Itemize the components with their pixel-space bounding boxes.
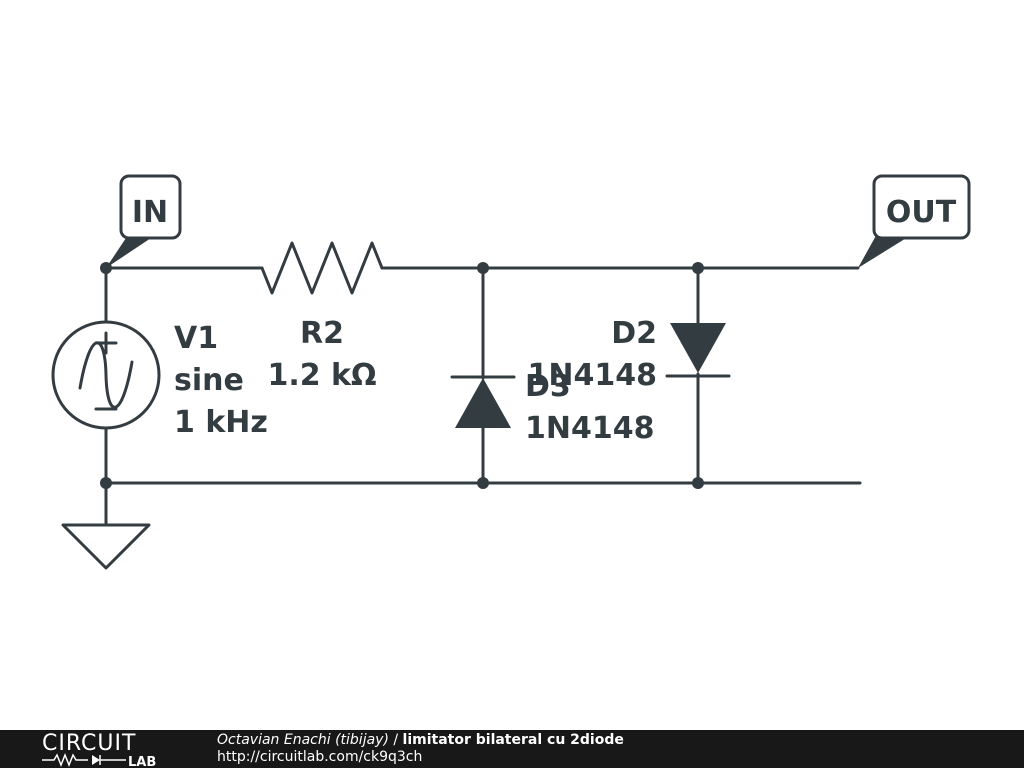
logo-text-circuit: CIRCUIT: [42, 731, 136, 756]
footer-title[interactable]: limitator bilateral cu 2diode: [402, 732, 624, 748]
footer-url[interactable]: http://circuitlab.com/ck9q3ch: [217, 749, 423, 765]
footer-bar: CIRCUIT LAB Octavian Enachi (tibijay) / …: [0, 730, 1024, 768]
circuitlab-logo[interactable]: CIRCUIT LAB: [40, 730, 180, 768]
r2-value-label: 1.2 kΩ: [267, 358, 376, 393]
d2-part-label: 1N4148: [528, 358, 657, 393]
diode-d2[interactable]: [665, 323, 731, 378]
d3-part-label: 1N4148: [525, 411, 654, 446]
d2-name-label: D2: [611, 316, 657, 351]
logo-text-lab: LAB: [128, 755, 156, 768]
voltage-source-v1[interactable]: [51, 320, 161, 430]
v1-name-label: V1: [174, 321, 218, 356]
v1-type-label: sine: [174, 363, 244, 398]
resistor-r2[interactable]: [260, 241, 384, 295]
r2-name-label: R2: [300, 316, 344, 351]
port-out-label: OUT: [886, 195, 957, 230]
v1-freq-label: 1 kHz: [174, 405, 268, 440]
circuit-schematic: IN OUT V1 sine 1 kHz R2 1.2 kΩ D2 1N4148…: [51, 174, 971, 570]
d3-name-label: D3: [525, 369, 571, 404]
ground-symbol: [61, 523, 151, 570]
diode-d3[interactable]: [450, 375, 516, 428]
footer-author[interactable]: Octavian Enachi (tibijay): [217, 732, 389, 748]
port-in[interactable]: IN: [106, 174, 182, 268]
port-out[interactable]: OUT: [858, 174, 971, 268]
port-in-label: IN: [132, 195, 168, 230]
logo-diode-glyph: [92, 755, 100, 765]
footer-credit: Octavian Enachi (tibijay) / limitator bi…: [217, 732, 624, 748]
logo-resistor-glyph: [42, 752, 88, 768]
footer-separator: /: [388, 732, 403, 748]
